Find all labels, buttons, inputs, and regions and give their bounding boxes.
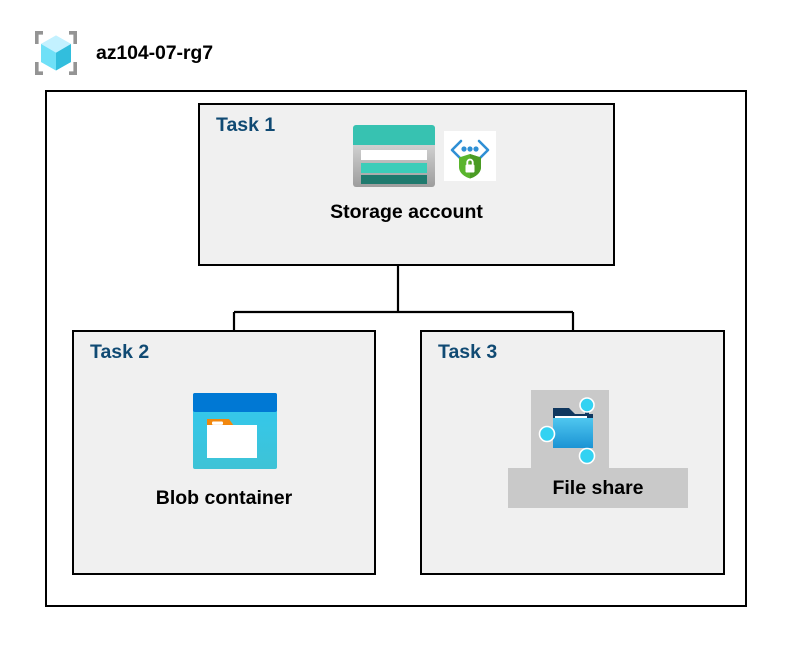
resource-group-icon	[30, 27, 82, 79]
task-1-label: Task 1	[216, 114, 276, 136]
storage-account-icon-group	[352, 124, 496, 188]
storage-account-icon	[352, 124, 436, 188]
blob-container-caption: Blob container	[155, 487, 293, 509]
task-3-label: Task 3	[438, 341, 498, 363]
blob-container-icon-group	[193, 393, 277, 469]
blob-container-icon	[193, 393, 277, 469]
resource-group-header: az104-07-rg7	[30, 27, 213, 79]
storage-account-caption: Storage account	[330, 201, 483, 223]
secure-endpoint-shield-icon	[444, 131, 496, 181]
file-share-caption: File share	[552, 477, 644, 499]
file-share-caption-backdrop	[508, 468, 688, 508]
task-2-label: Task 2	[90, 341, 150, 363]
file-share-icon-group	[535, 392, 607, 466]
resource-group-title: az104-07-rg7	[96, 41, 213, 64]
file-share-icon	[535, 392, 607, 466]
